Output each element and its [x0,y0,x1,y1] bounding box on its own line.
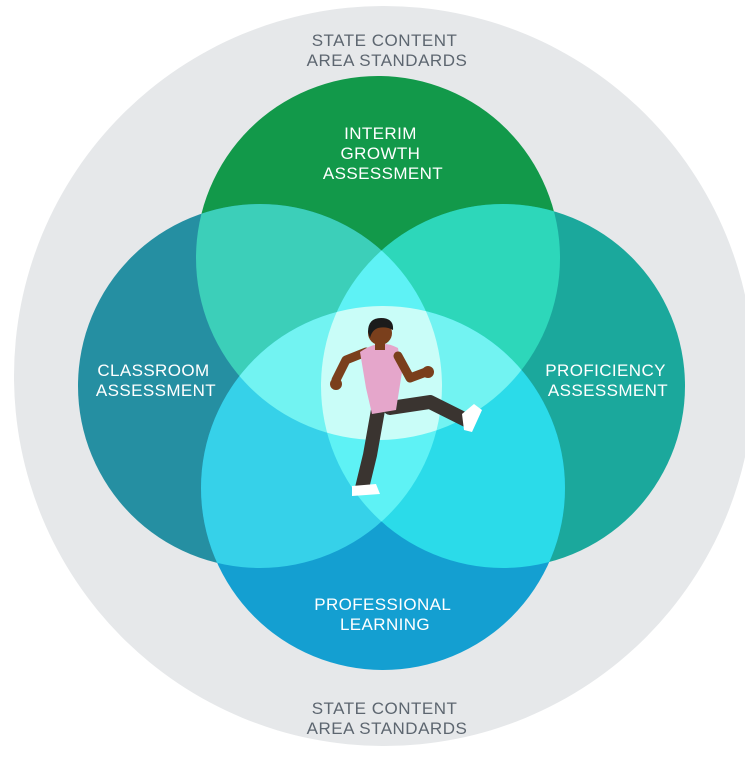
student-figure [330,318,482,496]
classroom-assessment-label: CLASSROOM ASSESSMENT [96,361,216,400]
professional-learning-label: PROFESSIONAL LEARNING [314,595,456,634]
overlap-top-bottom [201,306,560,440]
outer-top-label: STATE CONTENT AREA STANDARDS [307,31,468,70]
interim-growth-label: INTERIM GROWTH ASSESSMENT [323,124,443,183]
overlap-left-right [321,204,442,568]
proficiency-assessment-label: PROFICIENCY ASSESSMENT [545,361,670,400]
outer-bottom-label: STATE CONTENT AREA STANDARDS [307,699,468,738]
